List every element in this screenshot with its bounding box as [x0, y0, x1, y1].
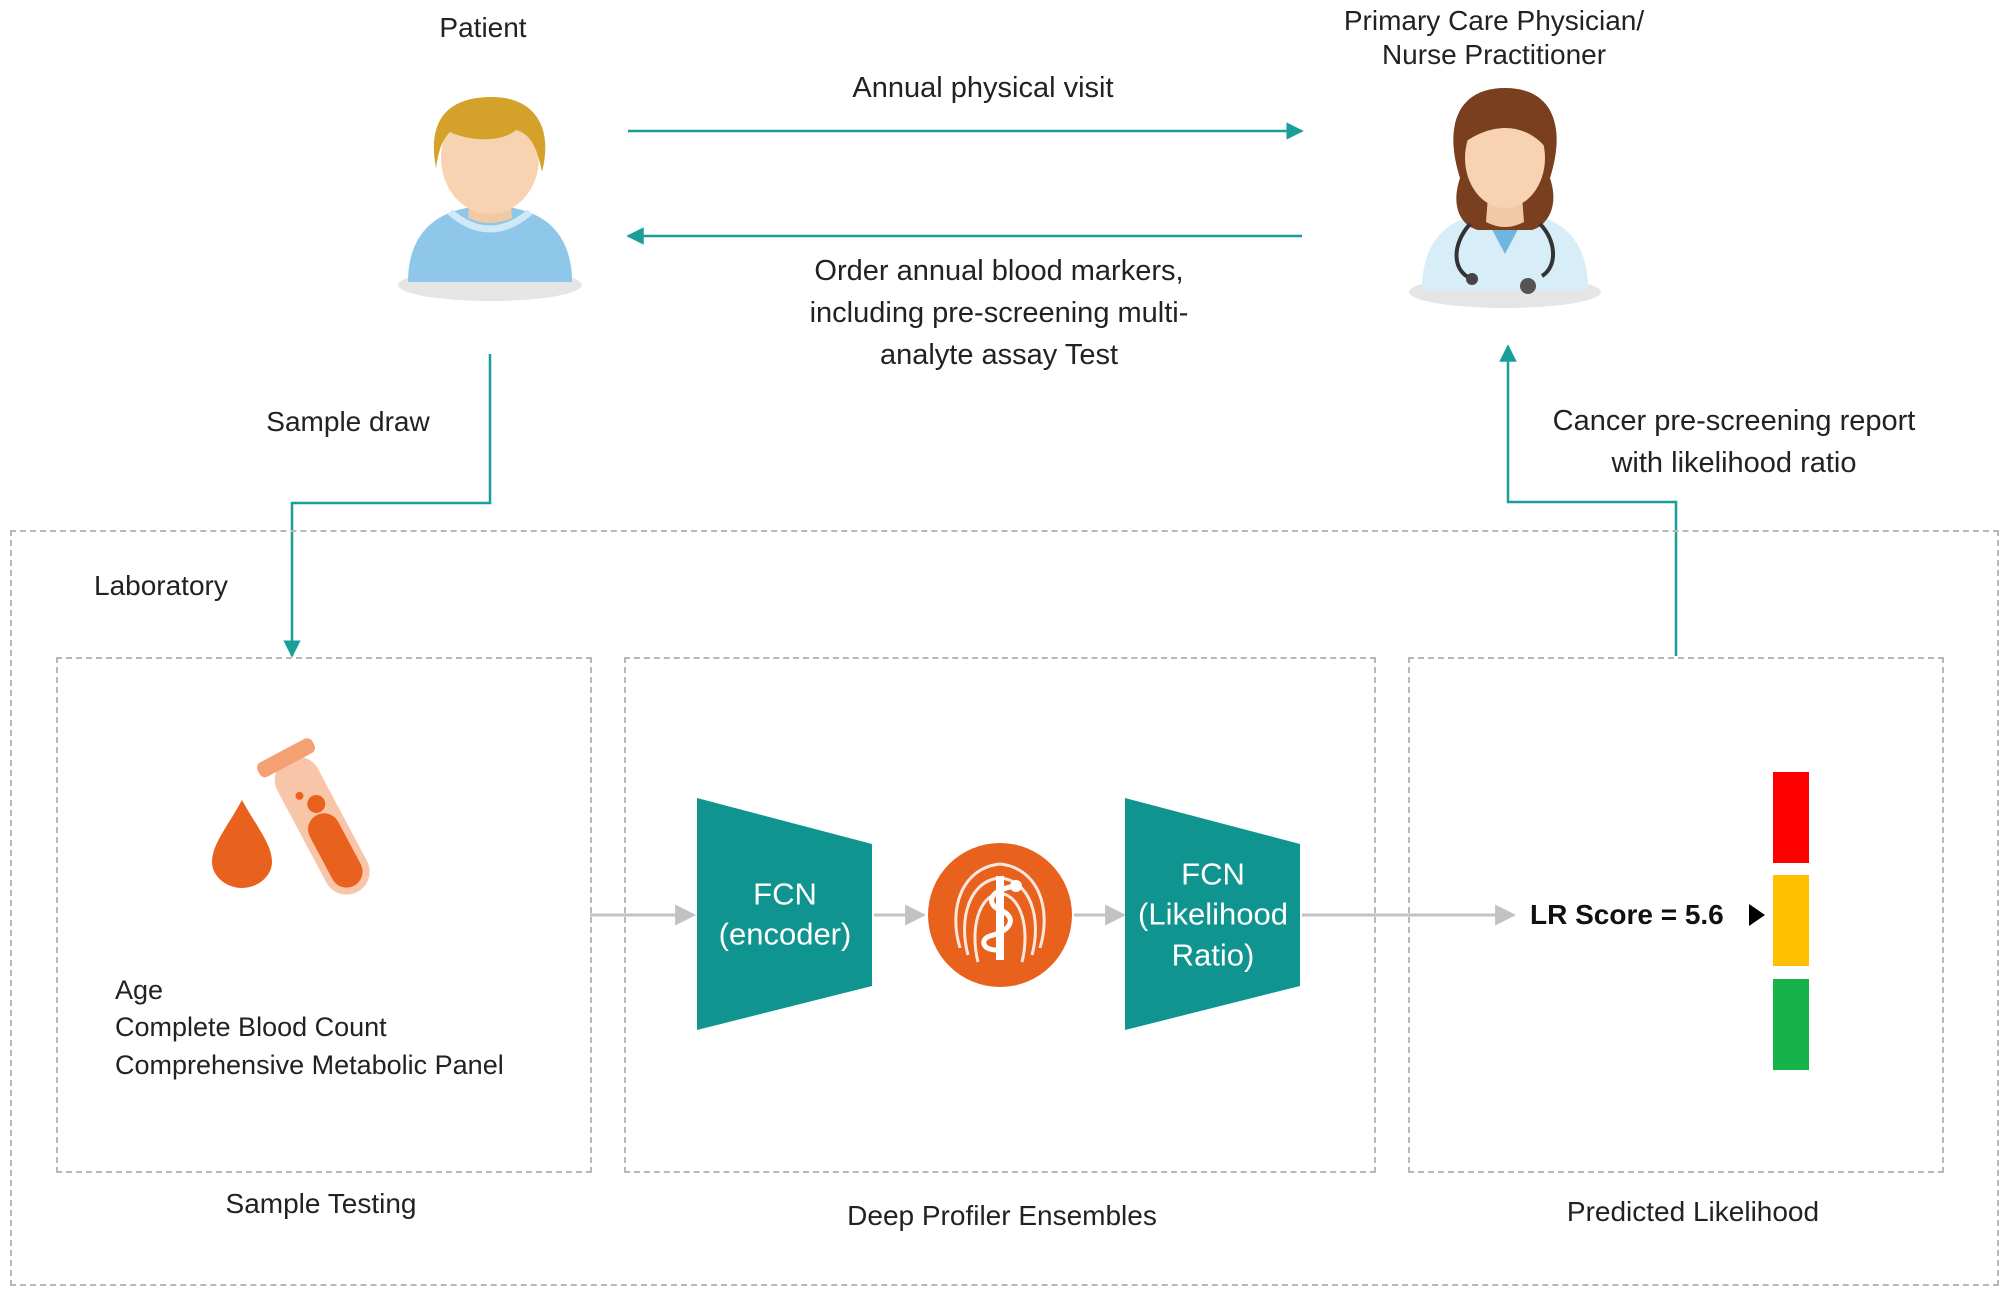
predicted-likelihood-caption: Predicted Likelihood [1566, 1196, 1820, 1227]
physician-label-line2: Nurse Practitioner [1381, 38, 1607, 70]
sample-inputs-list: Age Complete Blood Count Comprehensive M… [115, 972, 504, 1084]
order-label: Order annual blood markers, including pr… [810, 250, 1189, 376]
blood-test-tube-icon [212, 738, 370, 895]
fcn-likelihood-block [1125, 798, 1300, 1030]
fingerprint-caduceus-icon [928, 843, 1072, 987]
report-label-line2: with likelihood ratio [1611, 447, 1857, 480]
visit-label: Annual physical visit [852, 72, 1114, 104]
lr-score-label: LR Score = 5.6 [1530, 899, 1724, 930]
order-label-line3: analyte assay Test [879, 339, 1119, 372]
likelihood-indicator [1749, 772, 1809, 1070]
patient-label: Patient [439, 12, 527, 43]
physician-label: Primary Care Physician/ Nurse Practition… [1344, 4, 1644, 71]
physician-label-line1: Primary Care Physician/ [1343, 5, 1645, 36]
laboratory-box [10, 530, 1999, 1286]
input-item: Comprehensive Metabolic Panel [115, 1049, 504, 1080]
fcn-lr-line3: Ratio) [1171, 937, 1255, 973]
predicted-likelihood-box [1408, 657, 1944, 1173]
laboratory-label: Laboratory [94, 570, 228, 601]
deep-profiler-caption: Deep Profiler Ensembles [847, 1200, 1157, 1231]
fcn-encoder-label: FCN (encoder) [719, 875, 852, 956]
report-label: Cancer pre-screening report with likelih… [1553, 400, 1916, 484]
indicator-pointer [1749, 904, 1765, 926]
fcn-encoder-block [697, 798, 872, 1030]
input-item: Complete Blood Count [115, 1012, 387, 1043]
fcn-likelihood-label: FCN (Likelihood Ratio) [1138, 855, 1288, 976]
fcn-encoder-line1: FCN [753, 876, 817, 912]
indicator-medium [1773, 875, 1809, 966]
physician-icon [1409, 88, 1601, 308]
sample-draw-label: Sample draw [266, 406, 430, 437]
patient-icon [398, 96, 582, 301]
indicator-low [1773, 979, 1809, 1070]
report-label-line1: Cancer pre-screening report [1552, 405, 1916, 437]
sample-testing-box [56, 657, 592, 1173]
sample-testing-caption: Sample Testing [225, 1188, 417, 1219]
order-label-line1: Order annual blood markers, [814, 255, 1184, 287]
order-label-line2: including pre-screening multi- [809, 297, 1189, 330]
report-arrow [1499, 344, 1678, 656]
sample-draw-arrow [283, 354, 492, 658]
deep-profiler-box [624, 657, 1376, 1173]
fcn-encoder-line2: (encoder) [718, 917, 852, 952]
fcn-lr-line1: FCN [1181, 856, 1245, 892]
indicator-high [1773, 772, 1809, 863]
input-item: Age [115, 975, 164, 1005]
fcn-lr-line2: (Likelihood [1138, 896, 1288, 932]
